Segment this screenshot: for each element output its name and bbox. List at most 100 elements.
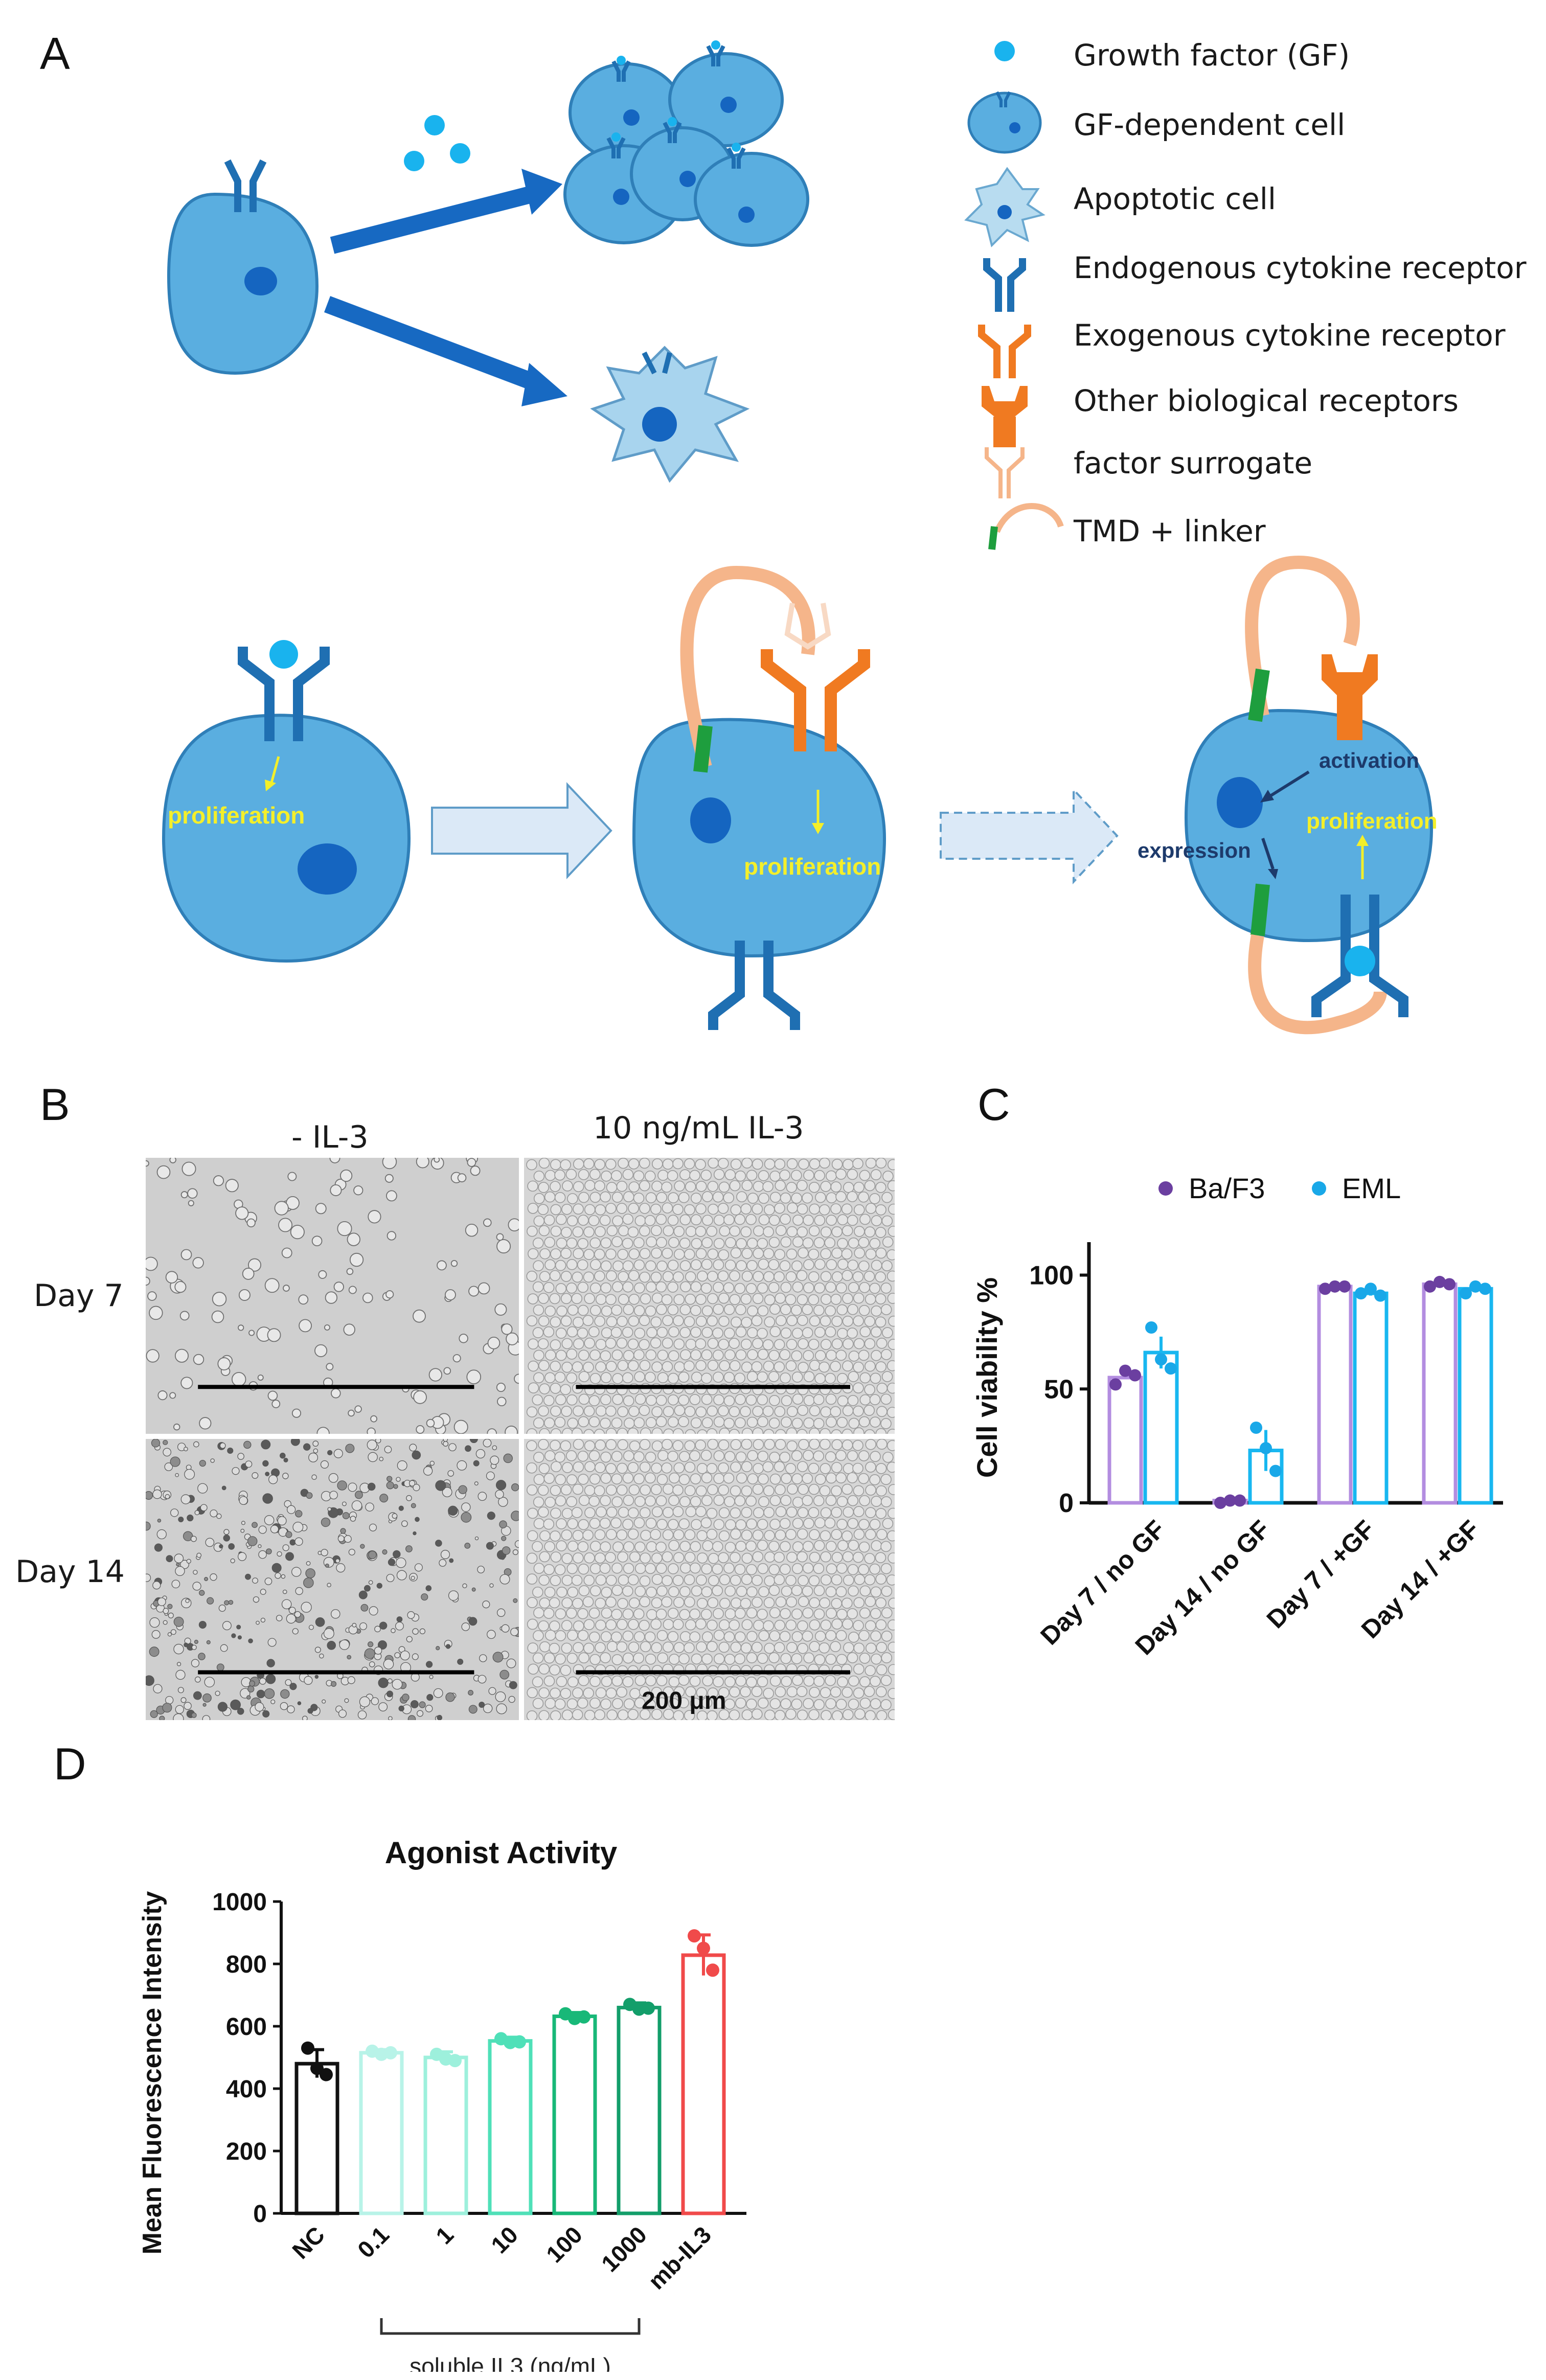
x-tick-label: 1000	[596, 2221, 652, 2277]
x-tick-label: NC	[287, 2221, 330, 2264]
data-point	[1109, 1378, 1122, 1391]
data-point	[1319, 1283, 1331, 1295]
bottom-cell-3	[1184, 555, 1434, 1035]
data-point	[1119, 1364, 1131, 1377]
group-label: soluble IL3 (ng/mL)	[410, 2353, 611, 2372]
data-point	[1250, 1422, 1262, 1434]
data-point	[1434, 1275, 1446, 1288]
legend-marker	[1312, 1181, 1326, 1196]
data-point	[1443, 1278, 1456, 1291]
endogenous-receptor-icon	[224, 159, 267, 212]
x-tick-label: 0.1	[352, 2221, 394, 2263]
growth-factor-icon	[450, 143, 470, 164]
data-point	[1165, 1362, 1177, 1375]
bar	[423, 2055, 468, 2215]
bar	[488, 2039, 533, 2215]
y-axis-label: Cell viability %	[971, 1277, 1003, 1478]
label-activation: activation	[1319, 748, 1420, 772]
gf-dependent-cell-diagram	[167, 159, 319, 375]
label-proliferation-1: proliferation	[168, 802, 305, 829]
row-label-day7: Day 7	[34, 1278, 124, 1314]
proliferation-arrow	[330, 169, 562, 254]
bottom-cell-2	[632, 565, 886, 1030]
label-proliferation-3: proliferation	[1306, 809, 1438, 834]
micrograph-day7-no-il3	[146, 1158, 519, 1434]
endogenous-receptor-icon	[1311, 895, 1408, 1017]
bar-baf3	[1422, 1282, 1458, 1505]
legend-label-exogenous-receptor: Exogenous cytokine receptor	[1074, 318, 1506, 353]
bar	[617, 2005, 662, 2215]
growth-factor-icon	[1345, 946, 1375, 976]
exogenous-receptor-icon	[978, 325, 1031, 378]
data-point	[1145, 1321, 1157, 1334]
micrograph-day7-il3	[524, 1158, 895, 1434]
gf-dependent-cell-icon	[967, 91, 1042, 154]
apoptotic-cell-diagram	[590, 346, 750, 483]
y-tick-label: 0	[1059, 1489, 1074, 1518]
panel-c-letter: C	[977, 1079, 1010, 1130]
legend-label-gf-dependent-cell: GF-dependent cell	[1074, 107, 1346, 142]
legend-icons	[964, 41, 1064, 550]
micrograph-day14-no-il3	[146, 1439, 519, 1720]
bar	[552, 2014, 597, 2215]
legend-label-factor-surrogate: factor surrogate	[1074, 446, 1313, 480]
data-point	[1155, 1353, 1167, 1366]
bar-baf3	[1107, 1376, 1143, 1505]
column-header-no-il3: - IL-3	[291, 1119, 369, 1155]
panel-a-diagram	[162, 40, 1434, 1035]
growth-factor-icon	[269, 640, 298, 669]
bar-eml	[1353, 1291, 1389, 1505]
bar-eml	[1143, 1351, 1179, 1505]
data-point	[1479, 1283, 1491, 1295]
legend-label-growth-factor: Growth factor (GF)	[1074, 38, 1350, 73]
growth-factor-icon	[424, 115, 445, 135]
data-point	[577, 2010, 590, 2024]
data-point	[1365, 1283, 1377, 1295]
factor-surrogate-icon	[985, 447, 1025, 498]
x-tick-label: 1	[430, 2221, 459, 2249]
legend-marker	[1158, 1181, 1173, 1196]
y-tick-label: 100	[1029, 1261, 1074, 1291]
bar-eml	[1458, 1287, 1493, 1505]
data-point	[1260, 1442, 1272, 1455]
bar	[359, 2051, 404, 2215]
y-axis-label: Mean Fluorescence Intensity	[138, 1891, 167, 2254]
y-tick-label: 0	[253, 2201, 267, 2228]
x-tick-label: 10	[486, 2221, 523, 2258]
data-point	[688, 1929, 701, 1943]
panel-a-letter: A	[40, 28, 70, 79]
y-tick-label: 400	[226, 2076, 267, 2103]
panel-b-letter: B	[40, 1079, 70, 1130]
endogenous-receptor-icon	[238, 647, 330, 741]
data-point	[1224, 1494, 1236, 1507]
column-header-10ng-il3: 10 ng/mL IL-3	[593, 1110, 804, 1146]
data-point	[301, 2041, 314, 2055]
data-point	[1129, 1369, 1141, 1382]
legend-label-other-receptors: Other biological receptors	[1074, 383, 1459, 418]
label-proliferation-2: proliferation	[744, 853, 881, 880]
legend-label-apoptotic-cell: Apoptotic cell	[1074, 181, 1277, 216]
chart-title: Agonist Activity	[385, 1836, 618, 1870]
micrograph-day14-il3	[524, 1439, 895, 1720]
x-tick-label: 100	[541, 2221, 587, 2268]
apoptotic-cell-icon	[964, 167, 1045, 247]
y-tick-label: 800	[226, 1951, 267, 1978]
data-point	[706, 1963, 719, 1977]
data-point	[1460, 1287, 1472, 1300]
tmd-linker-icon	[988, 503, 1064, 550]
growth-factor-icon	[994, 41, 1015, 61]
growth-factor-icon	[404, 151, 424, 171]
legend-label: Ba/F3	[1189, 1172, 1265, 1204]
data-point	[1338, 1280, 1351, 1293]
legend-label-endogenous-receptor: Endogenous cytokine receptor	[1074, 250, 1527, 285]
other-receptor-icon	[1322, 654, 1378, 740]
transition-arrow-1	[431, 782, 612, 880]
data-point	[1214, 1497, 1226, 1509]
y-tick-label: 50	[1044, 1375, 1074, 1404]
data-point	[1329, 1280, 1341, 1293]
data-point	[697, 1941, 710, 1955]
endogenous-receptor-icon	[708, 941, 800, 1030]
endogenous-receptor-icon	[983, 258, 1026, 312]
